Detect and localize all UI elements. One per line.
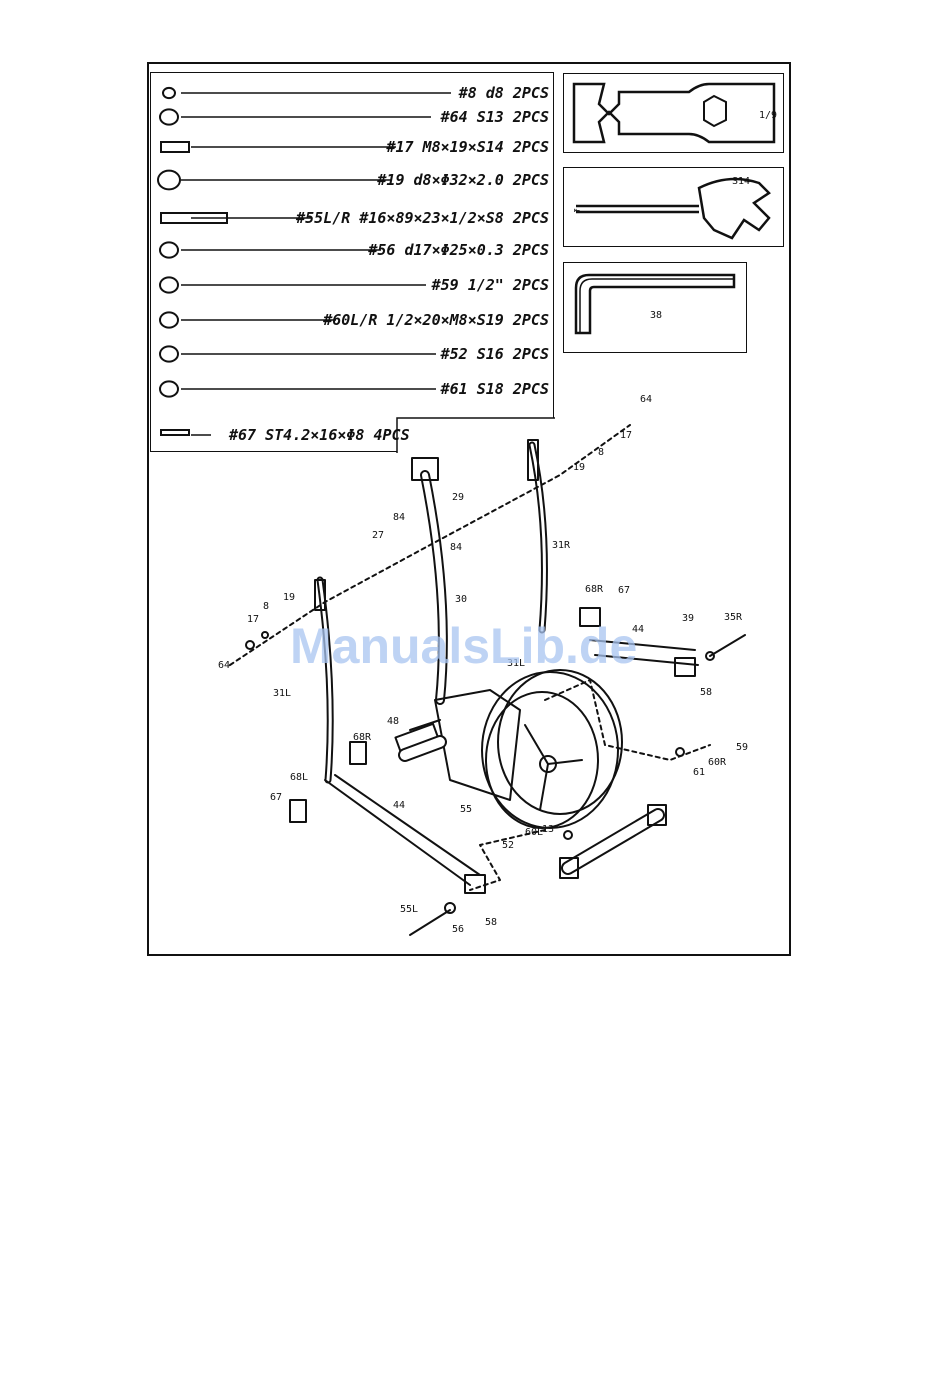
part-label: #19 d8×Φ32×2.0 2PCS	[376, 171, 549, 189]
part-row: #55L/R #16×89×23×1/2×S8 2PCS	[160, 209, 549, 227]
part-callout: 67	[618, 585, 630, 596]
exploded-assembly-drawing: 64 17 8 19 29 84 27 84 31R 30 68R 67 44 58 35R 31L 39 48 1…	[218, 394, 748, 936]
part-callout: 67	[270, 792, 282, 803]
part-label: #59 1/2" 2PCS	[431, 276, 549, 294]
allen-key-icon: 38	[574, 273, 736, 335]
part-callout: 39	[682, 613, 694, 624]
cap-icon	[159, 345, 179, 363]
wrench-icon: 1/9	[572, 82, 777, 144]
screw-icon	[160, 429, 190, 436]
part-callout: 68R	[585, 584, 604, 595]
part-row: #64 S13 2PCS	[159, 108, 549, 126]
part-callout: 29	[452, 492, 464, 503]
part-callout: 61	[693, 767, 705, 778]
part-callout: 60R	[708, 757, 727, 768]
part-row: #59 1/2" 2PCS	[159, 276, 549, 294]
diagram-frame	[147, 62, 791, 956]
bolt-icon	[160, 141, 190, 153]
part-row: #61 S18 2PCS	[159, 380, 549, 398]
cap-icon	[159, 380, 179, 398]
part-callout: 44	[393, 800, 405, 811]
part-callout: 19	[573, 462, 585, 473]
part-callout: 58	[700, 687, 712, 698]
parts-list: #8 d8 2PCS #64 S13 2PCS #17 M8×19×S14 2PCS…	[157, 84, 557, 455]
part-callout: 19	[283, 592, 295, 603]
tool-label: 1/9	[759, 110, 777, 121]
flat-washer-icon	[157, 169, 181, 191]
part-callout: 55	[460, 804, 472, 815]
part-callout: 44	[632, 624, 644, 635]
washer-icon	[162, 86, 176, 100]
part-callout: 60L	[525, 827, 543, 838]
parts-list-box: #8 d8 2PCS #64 S13 2PCS #17 M8×19×S14 2PCS…	[150, 72, 557, 455]
tool-label: S14	[732, 176, 750, 187]
part-callout: 52	[502, 840, 514, 851]
part-row: #17 M8×19×S14 2PCS	[160, 138, 549, 156]
part-callout: 58	[485, 917, 497, 928]
part-label: #60L/R 1/2×20×M8×S19 2PCS	[322, 311, 549, 329]
wave-washer-icon	[159, 241, 179, 259]
part-callout: 17	[620, 430, 632, 441]
part-callout: 84	[393, 512, 405, 523]
part-callout: 84	[450, 542, 462, 553]
nut-icon	[159, 276, 179, 294]
tool-label: 38	[650, 310, 662, 321]
part-row: #60L/R 1/2×20×M8×S19 2PCS	[159, 311, 549, 329]
part-callout: 31L	[273, 688, 291, 699]
part-label: #61 S18 2PCS	[440, 380, 549, 398]
part-callout: 55L	[400, 904, 418, 915]
part-callout: 8	[263, 601, 269, 612]
part-callout: 59	[736, 742, 748, 753]
svg-text:⇤: ⇤	[574, 205, 580, 216]
part-label: #67 ST4.2×16×Φ8 4PCS	[228, 426, 410, 444]
part-callout: 68L	[290, 772, 308, 783]
part-callout: 68R	[353, 732, 372, 743]
pedal-nut-icon	[159, 311, 179, 329]
part-label: #17 M8×19×S14 2PCS	[385, 138, 549, 156]
part-label: #8 d8 2PCS	[458, 84, 549, 102]
part-row: #52 S16 2PCS	[159, 345, 549, 363]
multi-wrench-icon: ⇤ S14	[574, 176, 771, 240]
part-label: #55L/R #16×89×23×1/2×S8 2PCS	[295, 209, 549, 227]
part-callout: 64	[218, 660, 230, 671]
part-row: #8 d8 2PCS	[162, 84, 549, 102]
part-label: #64 S13 2PCS	[440, 108, 549, 126]
part-callout: 64	[640, 394, 652, 405]
part-callout: 8	[598, 447, 604, 458]
part-callout: 27	[372, 530, 384, 541]
part-callout: 31L	[507, 658, 525, 669]
part-callout: 13	[542, 824, 554, 835]
tool-box-allen-key: 38	[563, 262, 747, 353]
part-label: #52 S16 2PCS	[440, 345, 549, 363]
tool-box-wrench: 1/9	[563, 73, 784, 153]
part-row: #67 ST4.2×16×Φ8 4PCS	[160, 426, 410, 444]
part-callout: 17	[247, 614, 259, 625]
part-label: #56 d17×Φ25×0.3 2PCS	[367, 241, 549, 259]
part-callout: 31R	[552, 540, 571, 551]
part-callout: 48	[387, 716, 399, 727]
part-callout: 56	[452, 924, 464, 935]
cap-icon	[159, 108, 179, 126]
part-row: #19 d8×Φ32×2.0 2PCS	[157, 169, 549, 191]
tool-box-multi-wrench: ⇤ S14	[563, 167, 784, 247]
watermark: ManualsLib.de	[290, 618, 637, 674]
part-callout: 30	[455, 594, 467, 605]
part-row: #56 d17×Φ25×0.3 2PCS	[159, 241, 549, 259]
part-callout: 35R	[724, 612, 743, 623]
